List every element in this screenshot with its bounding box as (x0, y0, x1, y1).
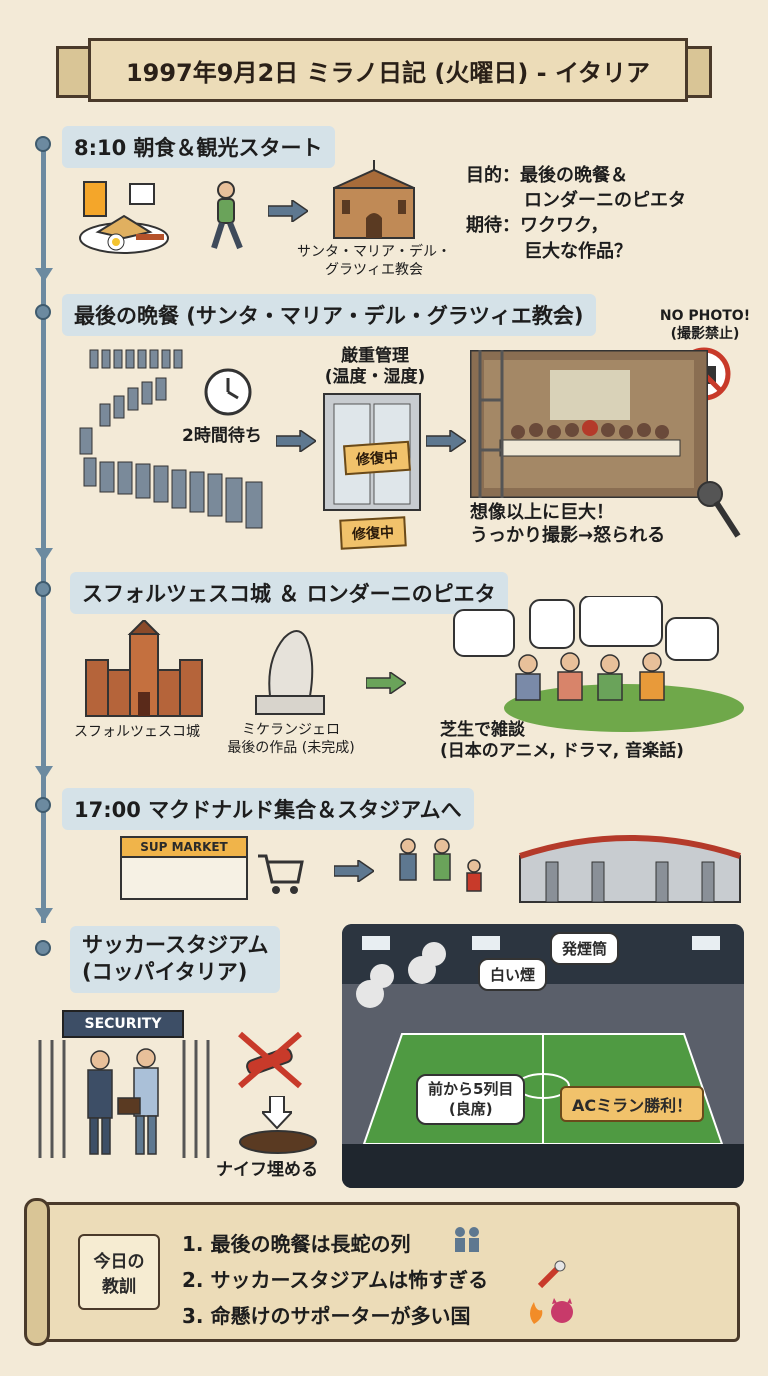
restoration-sign-upper: 修復中 (343, 440, 411, 476)
church-icon (333, 160, 415, 239)
stadium-night-scene: 白い煙 発煙筒 前から5列目 (良席) ACミラン勝利！ (342, 924, 744, 1188)
lesson-text-2: 2. サッカースタジアムは怖すぎる (182, 1268, 489, 1292)
timeline-dot-3 (35, 581, 51, 597)
flare-label: 発煙筒 (550, 932, 620, 965)
arrow-down-icon (262, 1096, 292, 1130)
waiting-line-crowd-icon (79, 349, 263, 529)
stadium-building-icon (519, 835, 741, 903)
section-soccer-line1: サッカースタジアム (82, 933, 269, 957)
seat-label-line2: (良席) (448, 1099, 493, 1118)
wait-time-label: 2時間待ち (182, 426, 262, 446)
walking-person-icon (211, 181, 243, 250)
timeline-dot-2 (35, 304, 51, 320)
purpose-value-1: 最後の晩餐＆ (520, 165, 628, 186)
supermarket-sign: SUP MARKET (122, 838, 246, 858)
lesson-text-1: 1. 最後の晩餐は長蛇の列 (182, 1232, 411, 1256)
security-gate-scene (38, 1040, 210, 1158)
dirt-hole-icon (239, 1130, 317, 1154)
security-sign: SECURITY (62, 1010, 184, 1038)
breakfast-icon (79, 181, 169, 254)
flare-icon (537, 1260, 566, 1289)
purpose-value-2: ロンダーニのピエタ (524, 190, 686, 212)
family-walking-icon (399, 838, 482, 892)
note-line1: 想像以上に巨大！ (470, 502, 614, 523)
lesson-item-2: 2. サッカースタジアムは怖すぎる (182, 1264, 488, 1293)
arrow-right-icon (426, 430, 466, 452)
lawn-chat-scene (453, 596, 744, 732)
control-label: 厳重管理 (温度・湿度) (320, 346, 430, 389)
lesson-text-3: 3. 命懸けのサポーターが多い国 (182, 1304, 471, 1328)
timeline-line (41, 143, 46, 923)
expect-value-2: 巨大な作品？ (524, 240, 632, 262)
expect-value-1: ワクワク， (520, 215, 609, 237)
ac-milan-win-label: ACミラン勝利！ (560, 1086, 705, 1122)
church-caption-line1: サンタ・マリア・デル・ (297, 244, 451, 260)
pieta-statue-icon (255, 630, 325, 715)
supermarket-icon: SUP MARKET (120, 836, 248, 900)
queue-people-icon (455, 1227, 479, 1252)
church-caption-line2: グラツィエ教会 (325, 261, 423, 278)
lesson-item-1: 1. 最後の晩餐は長蛇の列 (182, 1228, 410, 1257)
timeline-arrow-4 (35, 908, 53, 922)
timeline-arrow-1 (35, 268, 53, 282)
section-soccer-stadium: サッカースタジアム (コッパイタリア) (70, 926, 281, 993)
castle-icon (85, 620, 203, 717)
clock-icon (204, 368, 252, 416)
castle-caption: スフォルツェスコ城 (74, 724, 200, 740)
section-mcdonalds-stadium: 17:00 マクドナルド集合＆スタジアムへ (62, 788, 474, 830)
purpose-label: 目的： (466, 165, 520, 186)
arrow-right-icon (268, 200, 308, 222)
lawn-caption-line2: (日本のアニメ, ドラマ, 音楽話) (440, 741, 684, 762)
arrow-right-icon (366, 672, 406, 694)
no-photo-label: NO PHOTO! (撮影禁止) (650, 308, 760, 343)
timeline-dot-5 (35, 940, 51, 956)
purpose-block: 目的：最後の晩餐＆ ロンダーニのピエタ 期待：ワクワク， 巨大な作品？ (466, 163, 686, 264)
control-line1: 厳重管理 (341, 346, 409, 366)
pieta-caption: ミケランジェロ 最後の作品 (未完成) (216, 722, 366, 757)
timeline-dot-4 (35, 797, 51, 813)
lesson-item-3: 3. 命懸けのサポーターが多い国 (182, 1300, 470, 1329)
pieta-caption-line2: 最後の作品 (未完成) (227, 739, 355, 756)
lawn-caption: 芝生で雑談 (日本のアニメ, ドラマ, 音楽話) (440, 720, 684, 763)
note-line2: うっかり撮影→怒られる (470, 524, 666, 546)
expect-label: 期待： (466, 215, 520, 237)
last-supper-painting (470, 350, 708, 498)
scroll-end-left (24, 1198, 50, 1346)
page-title: 1997年9月2日 ミラノ日記 (火曜日) - イタリア (88, 38, 688, 102)
pieta-caption-line1: ミケランジェロ (242, 722, 340, 738)
white-smoke-label: 白い煙 (478, 958, 548, 991)
timeline-arrow-3 (35, 766, 53, 780)
seat-label-line1: 前から5列目 (428, 1080, 514, 1098)
control-line2: (温度・湿度) (324, 367, 426, 388)
lessons-tag: 今日の 教訓 (78, 1234, 160, 1310)
section-soccer-line2: (コッパイタリア) (82, 960, 248, 985)
last-supper-note: 想像以上に巨大！ うっかり撮影→怒られる (470, 502, 665, 547)
timeline-dot-1 (35, 136, 51, 152)
church-caption: サンタ・マリア・デル・ グラツィエ教会 (296, 244, 452, 279)
lessons-tag-line1: 今日の (93, 1252, 145, 1272)
fire-devil-icon (530, 1298, 573, 1324)
arrow-right-icon (334, 860, 374, 882)
no-photo-line2: (撮影禁止) (670, 325, 740, 342)
section-castle-pieta: スフォルツェスコ城 ＆ ロンダーニのピエタ (70, 572, 508, 614)
shopping-cart-icon (258, 854, 304, 894)
no-knife-icon (238, 1031, 302, 1089)
lawn-caption-line1: 芝生で雑談 (440, 720, 525, 740)
section-last-supper: 最後の晩餐 (サンタ・マリア・デル・グラツィエ教会) (62, 294, 596, 336)
arrow-right-icon (276, 430, 316, 452)
lessons-tag-line2: 教訓 (102, 1277, 136, 1297)
knife-caption: ナイフ埋める (216, 1160, 318, 1180)
restoration-sign-lower: 修復中 (339, 516, 407, 550)
microphone-icon (697, 481, 741, 538)
page-title-text: 1997年9月2日 ミラノ日記 (火曜日) - イタリア (125, 58, 651, 87)
section-breakfast: 8:10 朝食＆観光スタート (62, 126, 335, 168)
timeline-arrow-2 (35, 548, 53, 562)
no-photo-line1: NO PHOTO! (659, 308, 751, 324)
seat-label: 前から5列目 (良席) (416, 1074, 526, 1125)
